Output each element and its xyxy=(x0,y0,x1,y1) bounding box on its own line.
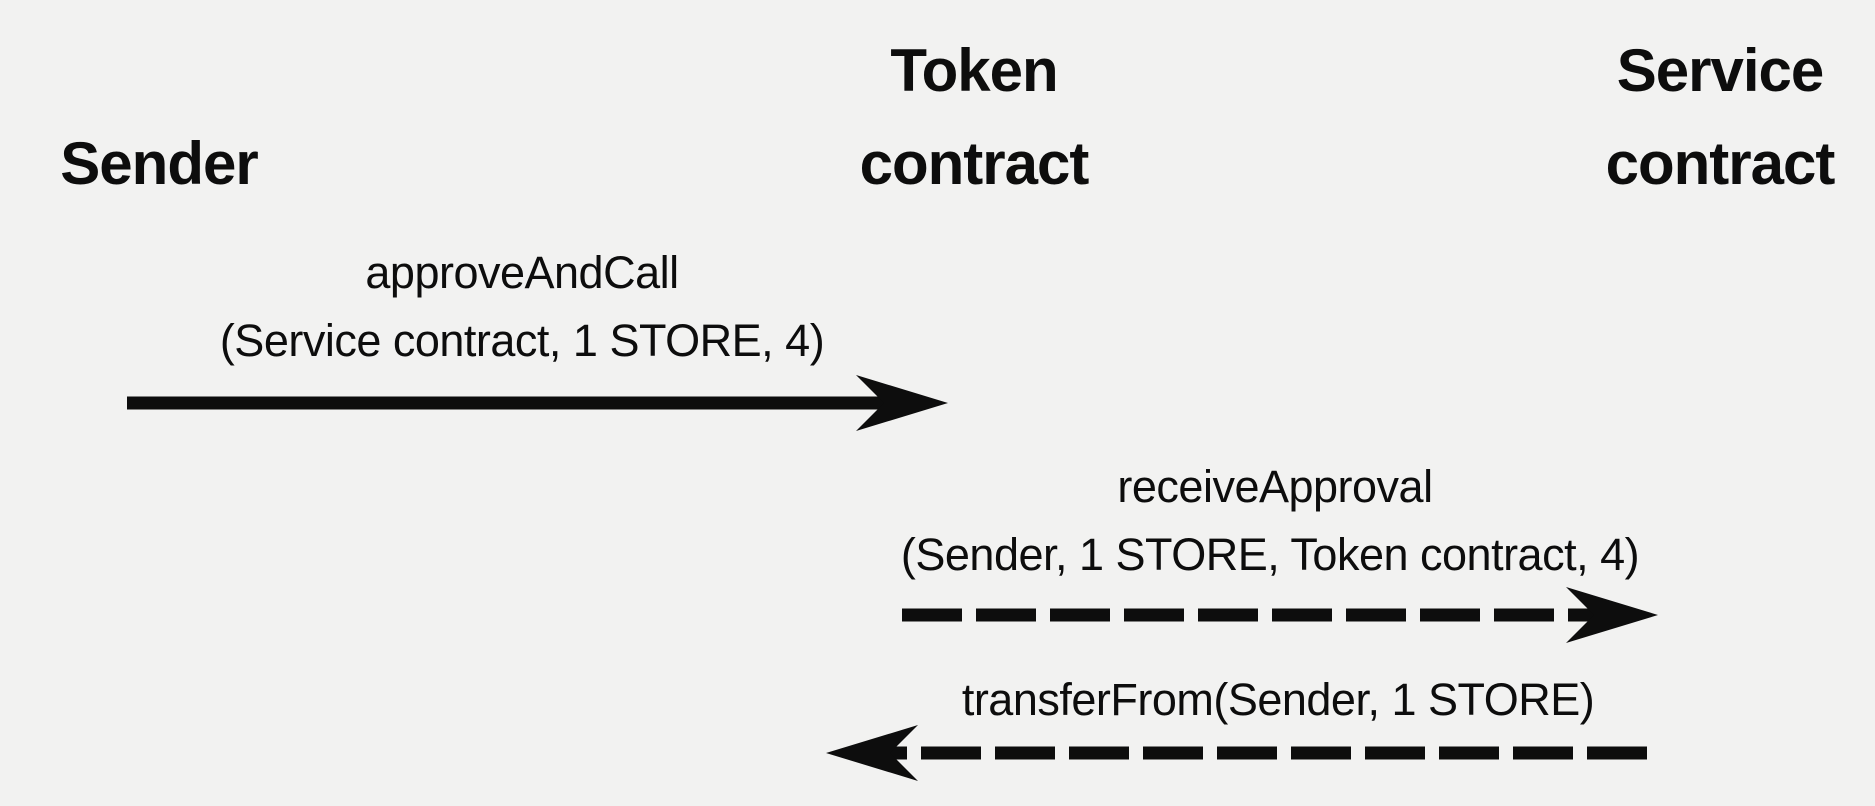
participant-token-contract-label: Token contract xyxy=(859,37,1090,197)
participant-sender: Sender xyxy=(0,20,329,210)
message-receive-approval-name: receiveApproval xyxy=(1117,461,1433,512)
message-receive-approval-args: (Sender, 1 STORE, Token contract, 4) xyxy=(900,529,1640,580)
arrow-approve-and-call-head xyxy=(856,375,948,431)
arrow-transfer-from-head xyxy=(826,725,918,781)
arrow-receive-approval-head xyxy=(1566,587,1658,643)
message-approve-and-call-args: (Service contract, 1 STORE, 4) xyxy=(219,315,825,366)
participant-sender-label: Sender xyxy=(60,130,258,197)
arrow-approve-and-call xyxy=(127,375,948,431)
arrow-transfer-from xyxy=(826,725,1647,781)
message-approve-and-call-name: approveAndCall xyxy=(365,247,679,298)
participant-token-contract: Token contract xyxy=(804,20,1144,210)
participant-service-contract-label: Service contract xyxy=(1605,37,1836,197)
arrow-receive-approval xyxy=(902,587,1658,643)
message-transfer-from-name: transferFrom(Sender, 1 STORE) xyxy=(961,674,1595,725)
participant-service-contract: Service contract xyxy=(1550,20,1875,210)
